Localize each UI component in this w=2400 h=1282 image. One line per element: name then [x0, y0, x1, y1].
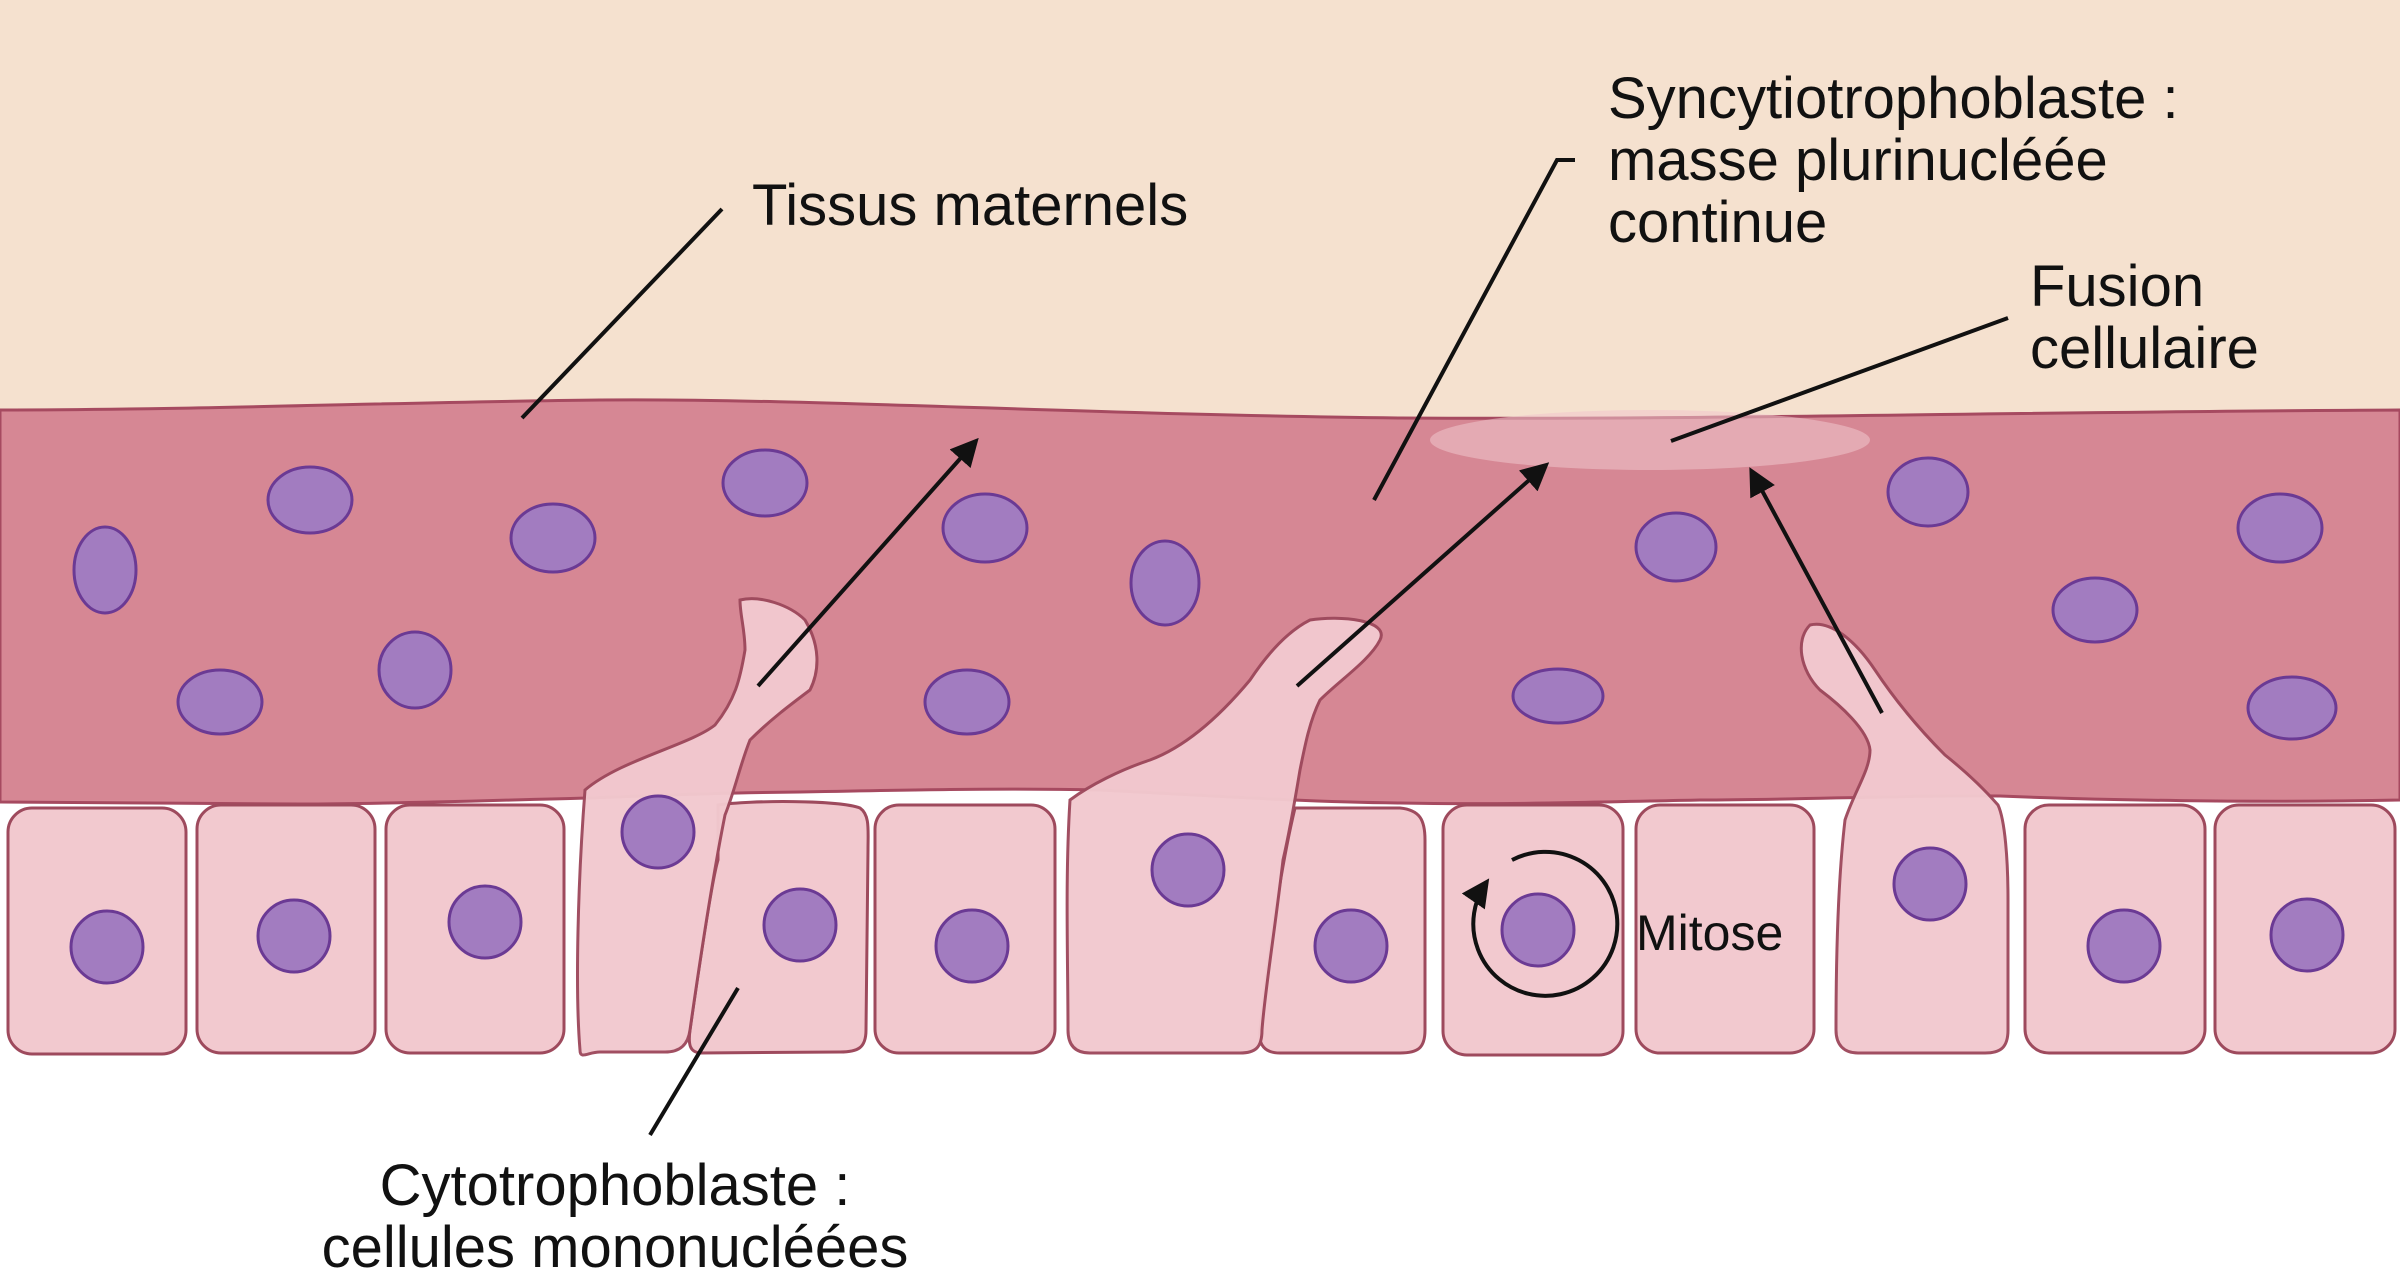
text-labels: Tissus maternels Syncytiotrophoblaste : … [322, 66, 2259, 1280]
fusion-arrow-2 [1295, 462, 1550, 688]
fusing-cells [576, 597, 2010, 1057]
syncytio-nucleus [2236, 492, 2324, 564]
cyto-nucleus [762, 887, 838, 963]
mitosis-cycle-arrow-icon [1461, 849, 1620, 998]
syncytio-nucleus [2246, 675, 2338, 741]
fusing-cell-2 [1065, 616, 1383, 1055]
syncytio-nucleus [1511, 667, 1605, 725]
fusion-zone-glow [1430, 410, 1870, 470]
fusing-cell-3 [1799, 622, 2010, 1055]
leader-maternal [520, 207, 724, 420]
label-fusion-line1: Fusion [2030, 254, 2204, 319]
label-cyto-line2: cellules mononucléées [322, 1215, 909, 1277]
label-mitosis: Mitose [1636, 905, 1783, 961]
fusion-arrow-3 [1749, 467, 1884, 714]
cyto-nucleus [256, 898, 332, 974]
syncytio-nucleus [509, 502, 597, 574]
syncytio-nucleus [721, 448, 809, 518]
maternal-tissue-region [0, 0, 2400, 419]
syncytio-nucleus [176, 668, 264, 736]
cyto-nucleus [2269, 897, 2345, 973]
cyto-nucleus [934, 908, 1010, 984]
cyto-nucleus [620, 794, 696, 870]
leader-lines [520, 158, 2009, 1137]
cyto-nucleus [1500, 892, 1576, 968]
syncytio-nucleus [1129, 539, 1201, 627]
cyto-nucleus [1892, 846, 1968, 922]
label-syncytio-line1: Syncytiotrophoblaste : [1608, 66, 2179, 131]
cyto-nucleus [69, 909, 145, 985]
cyto-nucleus [1150, 832, 1226, 908]
cyto-nucleus [447, 884, 523, 960]
label-maternal-tissue: Tissus maternels [752, 173, 1188, 238]
syncytio-nucleus [1886, 456, 1970, 528]
syncytio-nuclei [72, 448, 2338, 741]
syncytio-nucleus [941, 492, 1029, 564]
fusion-arrows [756, 437, 1884, 714]
label-syncytio-line3: continue [1608, 190, 1827, 255]
fusion-arrow-1 [756, 437, 979, 688]
leader-fusion [1670, 316, 2009, 443]
syncytio-nucleus [266, 465, 354, 535]
syncytio-nucleus [377, 630, 453, 710]
label-fusion-line2: cellulaire [2030, 316, 2259, 381]
cyto-nuclei [69, 794, 2345, 985]
syncytio-nucleus [1634, 511, 1718, 583]
syncytio-nucleus [2051, 576, 2139, 644]
leader-cyto [648, 986, 740, 1137]
cyto-nucleus [2086, 908, 2162, 984]
label-syncytio-line2: masse plurinucléée [1608, 128, 2108, 193]
leader-syncytio [1372, 158, 1575, 501]
cyto-cell [1634, 803, 1816, 1055]
label-cyto-line1: Cytotrophoblaste : [380, 1153, 851, 1218]
cyto-nucleus [1313, 908, 1389, 984]
syncytio-nucleus [72, 525, 138, 615]
syncytio-nucleus [923, 668, 1011, 736]
